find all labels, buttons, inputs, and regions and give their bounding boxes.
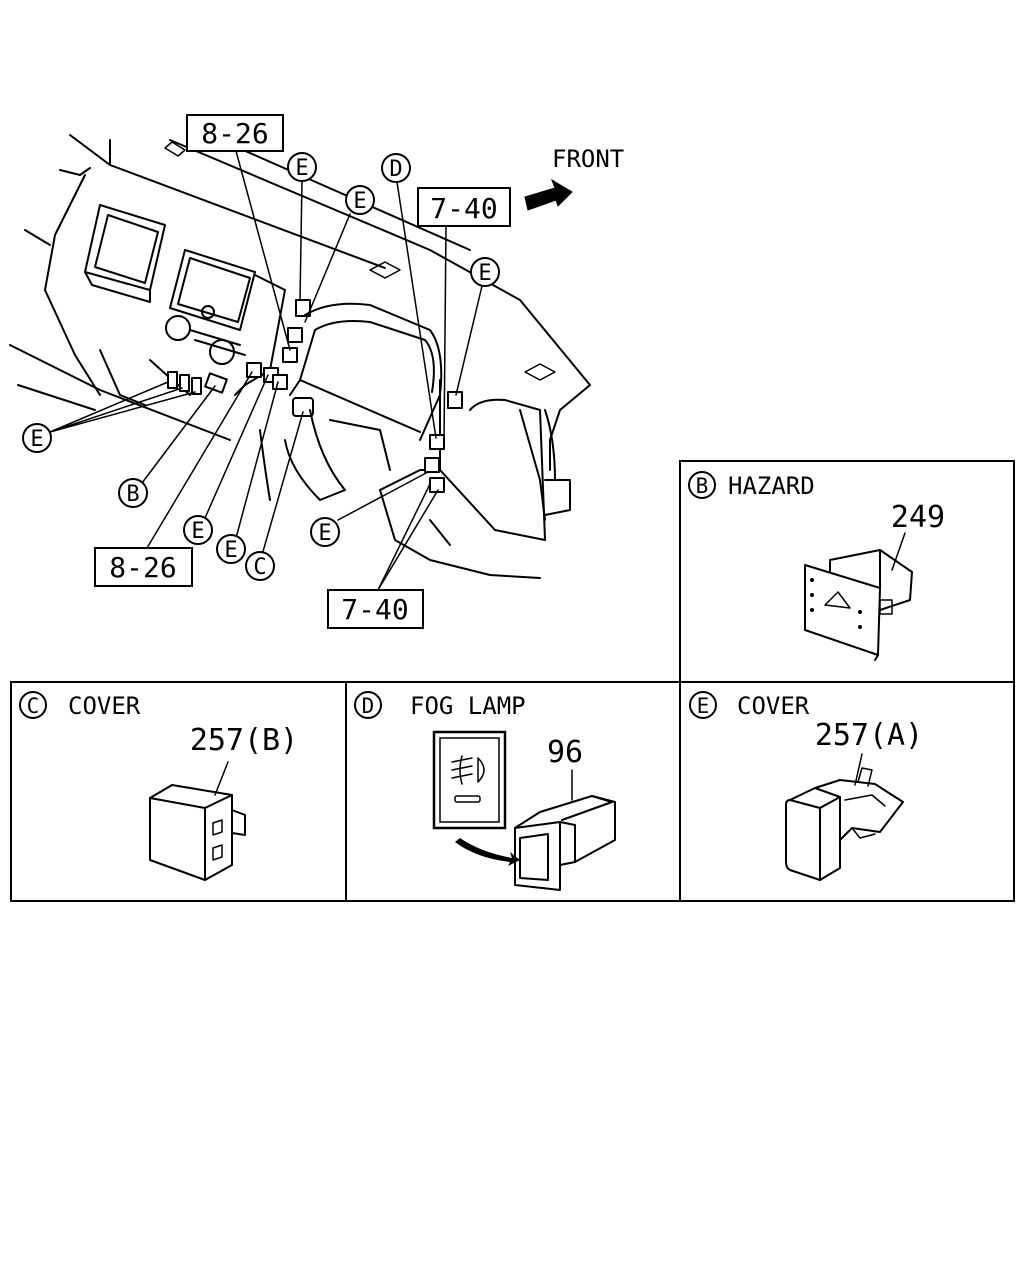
panel-cover-e: E COVER 257(A) xyxy=(679,681,1015,902)
svg-text:8-26: 8-26 xyxy=(109,551,176,584)
panel-fog-lamp-title: FOG LAMP xyxy=(410,692,526,720)
svg-text:E: E xyxy=(478,261,491,286)
callout-c: C xyxy=(245,551,275,581)
svg-text:E: E xyxy=(353,189,366,214)
svg-text:8-26: 8-26 xyxy=(201,117,268,150)
panel-hazard-part: 249 xyxy=(891,500,945,535)
ref-box-bottom-8-26: 8-26 xyxy=(94,547,193,587)
panel-fog-lamp: D FOG LAMP 96 xyxy=(345,681,681,902)
svg-text:E: E xyxy=(224,538,237,563)
callout-e-4: E xyxy=(22,423,52,453)
panel-cover-e-part: 257(A) xyxy=(815,718,923,753)
callout-e-6: E xyxy=(216,534,246,564)
svg-text:E: E xyxy=(295,156,308,181)
panel-cover-c-title: COVER xyxy=(68,692,141,720)
ref-box-bottom-7-40: 7-40 xyxy=(327,589,424,629)
callout-e-2: E xyxy=(345,185,375,215)
callout-b: B xyxy=(118,478,148,508)
svg-text:E: E xyxy=(30,427,43,452)
panel-cover-e-title: COVER xyxy=(737,692,810,720)
svg-text:7-40: 7-40 xyxy=(341,593,408,626)
panel-hazard-letter: B xyxy=(696,474,709,498)
callout-e-1: E xyxy=(287,152,317,182)
front-label: FRONT xyxy=(552,145,624,173)
callout-e-5: E xyxy=(183,515,213,545)
svg-text:C: C xyxy=(253,555,266,580)
ref-box-top-7-40: 7-40 xyxy=(417,187,511,227)
panel-cover-e-letter: E xyxy=(697,694,710,718)
panel-fog-lamp-letter: D xyxy=(362,694,375,718)
panel-hazard: B HAZARD 249 xyxy=(679,460,1015,683)
callout-d: D xyxy=(381,153,411,183)
svg-text:7-40: 7-40 xyxy=(430,192,497,225)
front-arrow-icon xyxy=(524,178,573,211)
panel-cover-c-part: 257(B) xyxy=(190,723,298,758)
panel-fog-lamp-part: 96 xyxy=(547,735,583,770)
leader-lines xyxy=(49,150,483,591)
panel-cover-c: C COVER 257(B) xyxy=(10,681,347,902)
panel-hazard-title: HAZARD xyxy=(728,472,815,500)
dashboard-drawing xyxy=(9,134,591,579)
svg-text:E: E xyxy=(191,519,204,544)
panel-cover-c-letter: C xyxy=(27,694,40,718)
callout-e-3: E xyxy=(470,257,500,287)
svg-text:D: D xyxy=(389,157,402,182)
svg-text:B: B xyxy=(126,482,139,507)
ref-box-top-8-26: 8-26 xyxy=(186,114,284,152)
svg-text:E: E xyxy=(318,521,331,546)
callout-e-7: E xyxy=(310,517,340,547)
